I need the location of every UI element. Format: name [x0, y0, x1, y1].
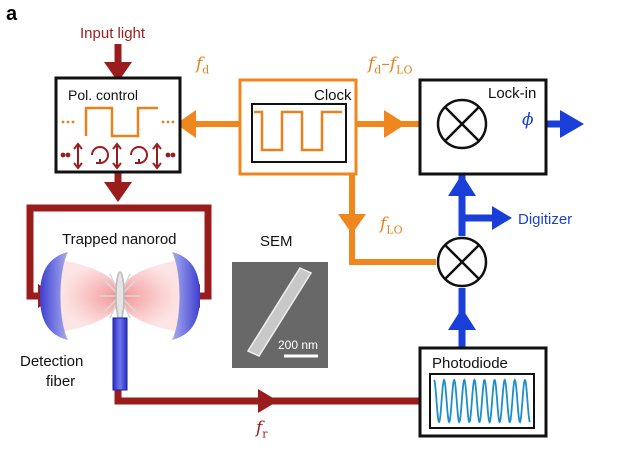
clock-square-wave — [254, 110, 342, 152]
panel-label: a — [6, 3, 18, 25]
digitizer-label: Digitizer — [518, 211, 573, 228]
fr-label: fr — [256, 418, 268, 441]
pol-dotted-leads — [61, 120, 175, 124]
lock-in-mixer-icon — [436, 98, 488, 150]
right-lens — [172, 252, 200, 340]
pol-square-wave — [84, 106, 158, 138]
detection-label: Detection — [20, 353, 84, 370]
signal-arrowheads — [448, 110, 584, 330]
input-light-label: Input light — [80, 25, 146, 42]
flo-label: fLO — [380, 214, 403, 237]
clock-arrowheads — [176, 110, 406, 234]
phi-label: ϕ — [522, 110, 534, 130]
clock-box — [238, 78, 358, 176]
pol-control-box — [54, 76, 182, 174]
left-lens — [40, 252, 68, 340]
lock-in-label: Lock-in — [488, 85, 537, 102]
photodiode-box — [418, 346, 548, 438]
laser-paths — [26, 44, 420, 405]
pol-control-label: Pol. control — [68, 87, 139, 103]
fd-minus-flo-label: fd–fLO — [368, 54, 413, 77]
clock-label: Clock — [314, 87, 352, 104]
fiber-label: fiber — [46, 373, 76, 390]
sem-nanorod — [246, 267, 313, 357]
mixer-icon — [436, 236, 488, 288]
optical-trap — [40, 252, 200, 391]
photodiode-oscillation — [433, 378, 531, 424]
polarization-arrows-icon — [60, 142, 176, 170]
photodiode-label: Photodiode — [432, 355, 508, 372]
detection-fiber — [112, 317, 128, 391]
trapped-nanorod-label: Trapped nanorod — [62, 231, 177, 248]
sem-image — [232, 262, 328, 368]
fd-label: fd — [196, 54, 210, 77]
scale-bar-label: 200 nm — [278, 338, 319, 352]
sem-label: SEM — [260, 233, 293, 250]
